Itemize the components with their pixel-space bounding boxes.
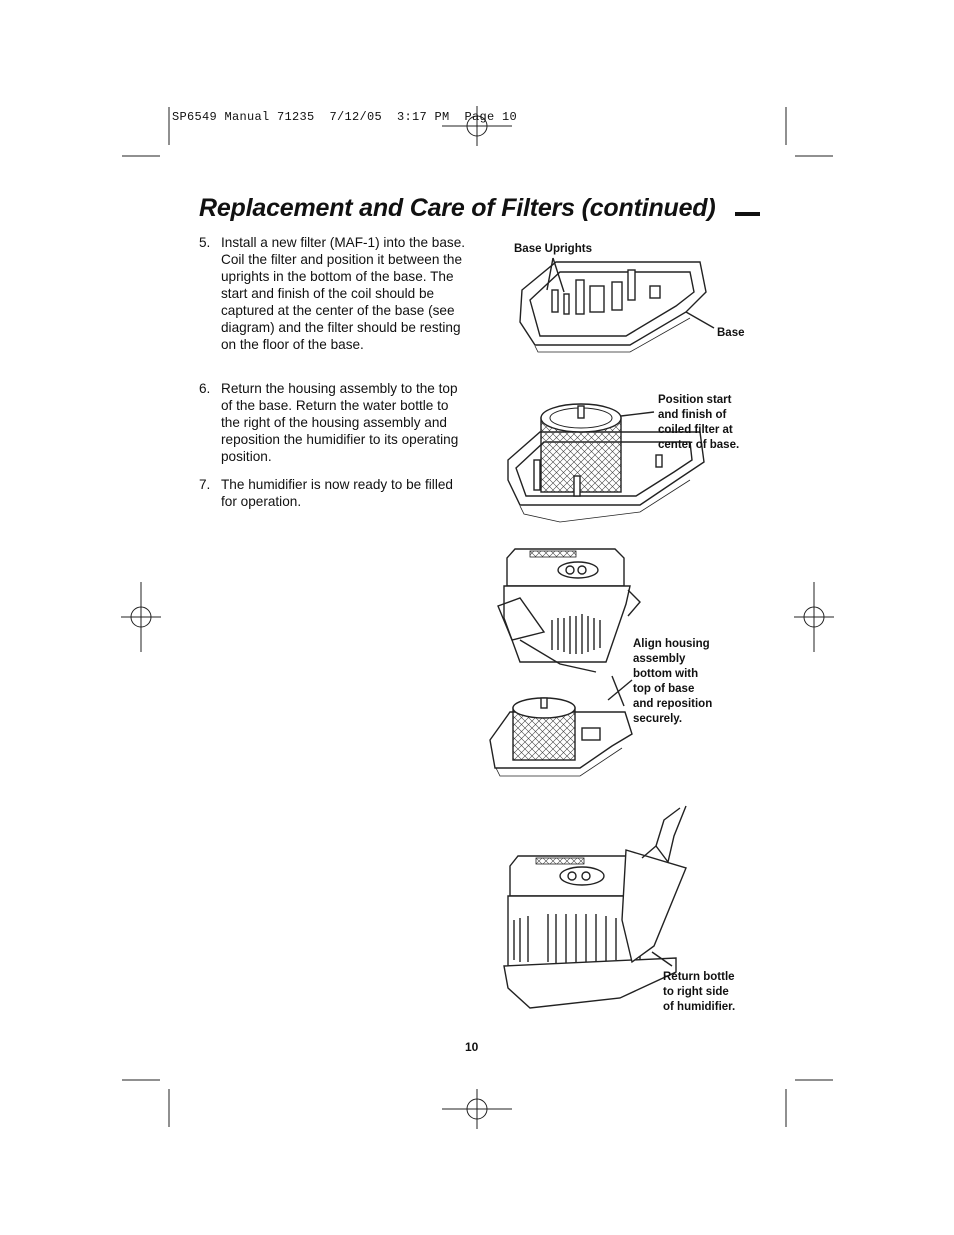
step-text: Return the housing assembly to the top o… — [221, 381, 459, 464]
label-position-filter: Position start and finish of coiled filt… — [658, 394, 740, 451]
align-housing-diagram — [489, 548, 641, 777]
step-text: The humidifier is now ready to be filled… — [221, 477, 453, 509]
label-return-bottle: Return bottle to right side of humidifie… — [663, 971, 736, 1013]
step-6: 6. Return the housing assembly to the to… — [199, 380, 471, 465]
page-title: Replacement and Care of Filters (continu… — [199, 194, 716, 222]
step-number: 5. — [199, 235, 211, 250]
title-rule — [735, 212, 760, 216]
label-align-housing: Align housing assembly bottom with top o… — [633, 638, 713, 725]
label-base: Base — [717, 327, 745, 339]
print-slug-line: SP6549 Manual 71235 7/12/05 3:17 PM Page… — [172, 110, 518, 124]
step-text: Install a new filter (MAF-1) into the ba… — [221, 235, 466, 352]
return-bottle-diagram — [503, 805, 687, 1009]
coiled-filter-diagram — [507, 403, 705, 523]
step-number: 6. — [199, 381, 211, 396]
step-7: 7. The humidifier is now ready to be fil… — [199, 476, 471, 510]
base-diagram — [519, 257, 715, 353]
page-number: 10 — [465, 1040, 479, 1054]
label-base-uprights: Base Uprights — [514, 243, 592, 255]
step-5: 5. Install a new filter (MAF-1) into the… — [199, 234, 471, 353]
step-number: 7. — [199, 477, 211, 492]
